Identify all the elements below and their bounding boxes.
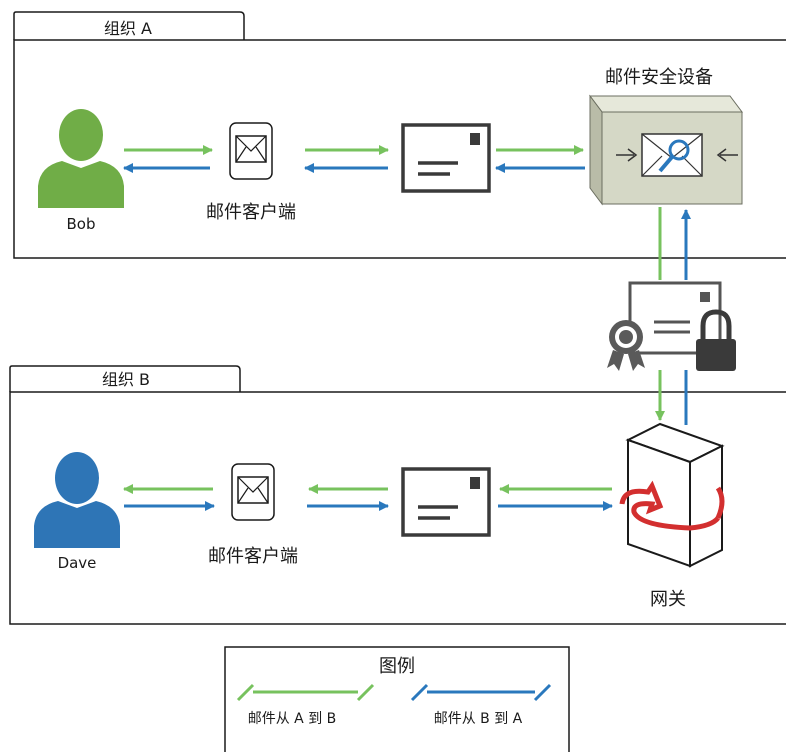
org-a-label: 组织 A bbox=[104, 19, 152, 38]
security-appliance-label: 邮件安全设备 bbox=[605, 67, 713, 88]
org-b-tab bbox=[9, 365, 241, 392]
legend-swatch-a-to-b bbox=[236, 683, 375, 702]
dave-person-icon bbox=[34, 452, 120, 548]
legend-title: 图例 bbox=[379, 656, 415, 677]
magnifier-icon bbox=[658, 139, 690, 173]
padlock-icon bbox=[696, 309, 736, 371]
org-b-label: 组织 B bbox=[102, 370, 150, 389]
gateway-server-icon bbox=[619, 422, 725, 568]
org-b-mail-client-icon bbox=[231, 463, 275, 521]
legend-box bbox=[224, 646, 570, 752]
legend-swatch-b-to-a bbox=[410, 683, 552, 702]
org-a-mail-client-label: 邮件客户端 bbox=[206, 202, 296, 223]
bob-label: Bob bbox=[67, 215, 96, 233]
envelope-icon bbox=[237, 476, 269, 504]
bob-person-icon bbox=[38, 109, 124, 208]
legend-a-to-b-label: 邮件从 A 到 B bbox=[248, 711, 337, 727]
org-a-mail-client-icon bbox=[229, 122, 273, 180]
org-b-mail-client-label: 邮件客户端 bbox=[208, 546, 298, 567]
legend-b-to-a-label: 邮件从 B 到 A bbox=[434, 711, 523, 727]
org-b-letter-icon bbox=[401, 467, 491, 537]
org-a-tab bbox=[13, 11, 245, 40]
dave-label: Dave bbox=[58, 554, 97, 572]
gateway-label: 网关 bbox=[650, 589, 686, 610]
org-a-letter-icon bbox=[401, 123, 491, 193]
legend: 图例 邮件从 A 到 B 邮件从 B 到 A bbox=[224, 646, 570, 752]
certificate-icon bbox=[607, 281, 722, 371]
envelope-icon bbox=[235, 135, 267, 163]
security-appliance-icon bbox=[589, 94, 743, 206]
